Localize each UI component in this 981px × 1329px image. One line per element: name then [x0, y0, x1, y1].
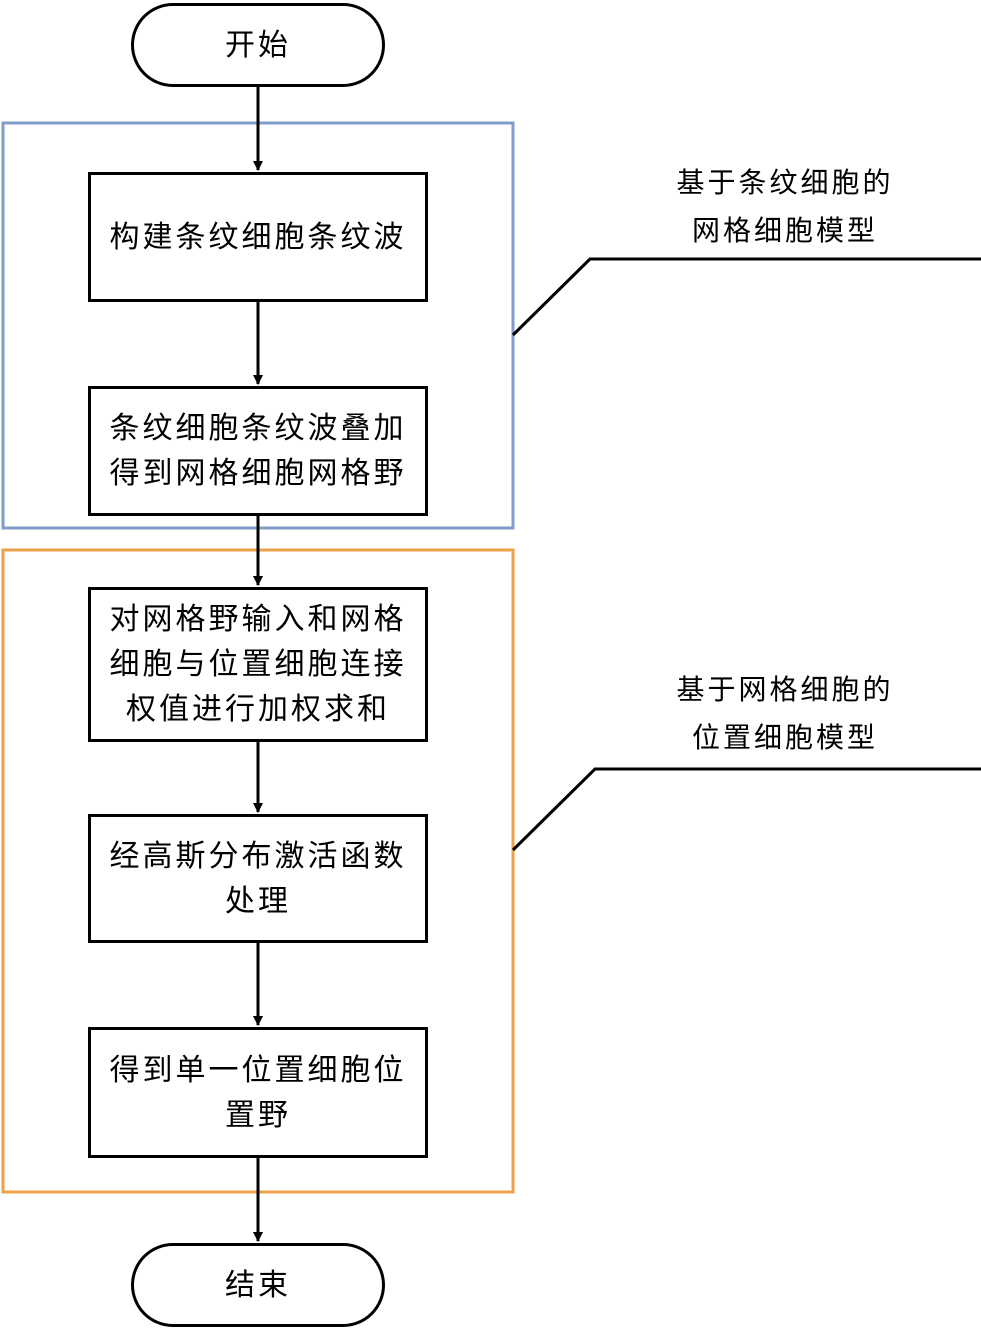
end-node: 结束 [131, 1243, 385, 1327]
step3-label: 对网格野输入和网格 细胞与位置细胞连接 权值进行加权求和 [110, 597, 407, 732]
step1-construct-stripe-wave: 构建条纹细胞条纹波 [88, 172, 428, 302]
step1-label: 构建条纹细胞条纹波 [109, 219, 407, 255]
step2-line-1: 条纹细胞条纹波叠加 [109, 411, 407, 446]
group-label-grid-cell-model: 基于条纹细胞的 网格细胞模型 [620, 159, 950, 255]
start-node: 开始 [131, 3, 385, 87]
step5-place-field: 得到单一位置细胞位 置野 [88, 1027, 428, 1158]
step3-line-3: 权值进行加权求和 [126, 692, 390, 727]
group-label-place-cell-model: 基于网格细胞的 位置细胞模型 [620, 666, 950, 762]
step3-weighted-sum: 对网格野输入和网格 细胞与位置细胞连接 权值进行加权求和 [88, 587, 428, 742]
group-label-place-line-1: 基于网格细胞的 [676, 673, 894, 706]
end-label: 结束 [225, 1267, 291, 1303]
group-label-grid-line-1: 基于条纹细胞的 [676, 166, 894, 199]
step2-line-2: 得到网格细胞网格野 [109, 456, 407, 491]
step5-label: 得到单一位置细胞位 置野 [110, 1048, 407, 1138]
step2-label: 条纹细胞条纹波叠加 得到网格细胞网格野 [110, 406, 407, 496]
group-label-grid-line-2: 网格细胞模型 [691, 214, 878, 247]
step5-line-1: 得到单一位置细胞位 [109, 1052, 407, 1088]
start-label: 开始 [225, 27, 291, 63]
callout-line-place-cell-model [511, 767, 981, 852]
step4-line-1: 经高斯分布激活函数 [109, 838, 407, 874]
step3-line-2: 细胞与位置细胞连接 [109, 647, 407, 682]
step4-gaussian-activation: 经高斯分布激活函数 处理 [88, 814, 428, 943]
step5-line-2: 置野 [225, 1097, 291, 1133]
step2-superpose-grid-field: 条纹细胞条纹波叠加 得到网格细胞网格野 [88, 386, 428, 516]
step4-line-2: 处理 [225, 883, 291, 919]
step3-line-1: 对网格野输入和网格 [109, 602, 407, 637]
callout-line-grid-cell-model [511, 257, 981, 337]
step4-label: 经高斯分布激活函数 处理 [110, 834, 407, 924]
group-label-place-line-2: 位置细胞模型 [691, 721, 878, 754]
